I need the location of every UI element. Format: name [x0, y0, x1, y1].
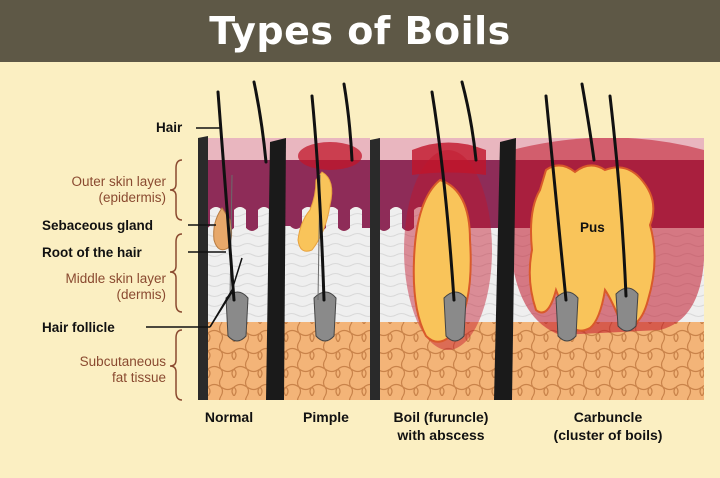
- caption-boil-line1: Boil (furuncle): [394, 409, 489, 425]
- label-hair-follicle: Hair follicle: [42, 320, 115, 335]
- label-middle-skin-line2: (dermis): [117, 287, 167, 302]
- label-sebaceous-gland: Sebaceous gland: [42, 218, 153, 233]
- label-outer-skin-line1: Outer skin layer: [71, 174, 166, 189]
- label-hair: Hair: [156, 120, 183, 135]
- label-root-of-hair: Root of the hair: [42, 245, 142, 260]
- block-edge-middle: [370, 138, 380, 400]
- pointer-lines: [146, 127, 243, 328]
- label-middle-skin-line1: Middle skin layer: [65, 271, 166, 286]
- caption-carbuncle-line2: (cluster of boils): [554, 427, 663, 443]
- caption-pimple: Pimple: [303, 409, 349, 425]
- block-boil-carbuncle: [378, 138, 704, 400]
- caption-normal: Normal: [205, 409, 253, 425]
- page-title: Types of Boils: [209, 9, 511, 53]
- title-bar: Types of Boils: [0, 0, 720, 62]
- caption-boil-line2: with abscess: [396, 427, 484, 443]
- hair-strands: [216, 80, 628, 302]
- label-subcutaneous-line2: fat tissue: [112, 370, 166, 385]
- caption-carbuncle-line1: Carbuncle: [574, 409, 643, 425]
- label-outer-skin-line2: (epidermis): [98, 190, 166, 205]
- block-normal-pimple: [198, 138, 370, 400]
- label-subcutaneous-line1: Subcutaneous: [80, 354, 167, 369]
- label-pus: Pus: [580, 220, 605, 235]
- block-edge-left: [198, 136, 208, 400]
- layer-braces: [169, 159, 183, 401]
